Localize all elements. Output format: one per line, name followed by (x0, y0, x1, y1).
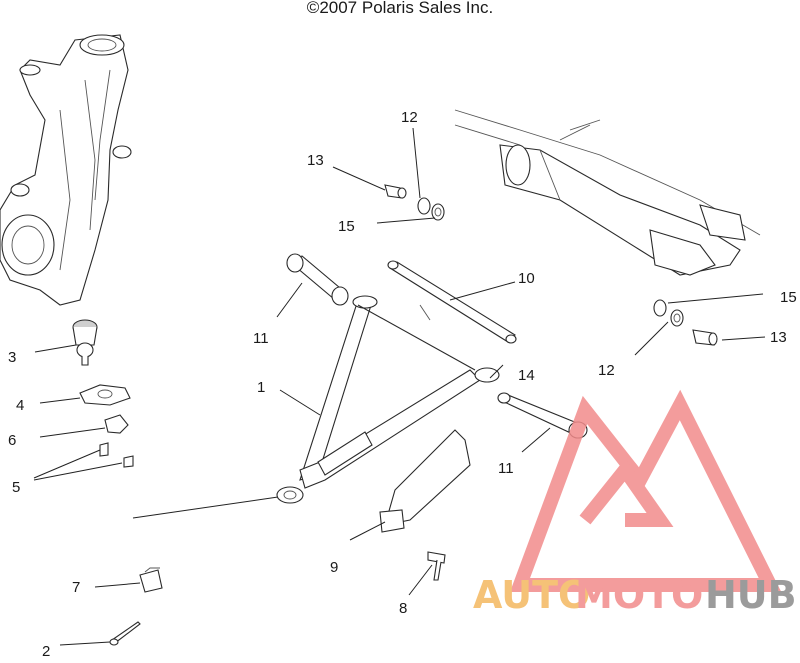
bolt-right (692, 329, 718, 346)
callout-labels: 1 2 3 4 6 5 7 8 9 10 11 11 12 12 13 13 1… (8, 109, 797, 660)
leader-lines (33, 127, 766, 646)
callout-8: 8 (399, 600, 407, 617)
callout-7: 7 (72, 579, 80, 596)
callout-13-upper: 13 (307, 152, 324, 169)
callout-12-right: 12 (598, 362, 615, 379)
callout-11-right: 11 (498, 460, 514, 477)
callout-4: 4 (16, 397, 24, 414)
a-arm-guard (379, 429, 471, 533)
a-arm (276, 295, 500, 504)
callout-1: 1 (257, 379, 265, 396)
callout-3: 3 (8, 349, 16, 366)
watermark-logo-mark (509, 389, 782, 592)
watermark-hub: HUB (705, 573, 797, 617)
bolt-upper (384, 184, 407, 199)
callout-12-upper: 12 (401, 109, 418, 126)
dust-cap (104, 414, 129, 434)
callout-14: 14 (518, 367, 535, 384)
washers-right (653, 299, 684, 327)
frame-section (454, 109, 761, 276)
steering-knuckle (0, 34, 132, 306)
callout-6: 6 (8, 432, 16, 449)
washers-upper (417, 197, 445, 221)
retainer-plate (79, 384, 131, 406)
callout-15-upper: 15 (338, 218, 355, 235)
callout-2: 2 (42, 643, 50, 658)
callout-10: 10 (518, 270, 535, 287)
watermark-auto: AUTO (473, 573, 590, 617)
guard-bolt (427, 551, 446, 581)
callout-5: 5 (12, 479, 20, 496)
callout-11-left: 11 (253, 330, 269, 347)
copyright-text: ©2007 Polaris Sales Inc. (306, 0, 494, 17)
bolts-pair (99, 442, 134, 468)
watermark-moto: MOTO (575, 573, 703, 617)
cotter-pin (109, 621, 141, 646)
clip (139, 567, 163, 593)
ball-joint (72, 319, 98, 366)
pivot-tube (387, 260, 517, 344)
automotohub-watermark: AUTO MOTO HUB (473, 389, 797, 617)
callout-13-right: 13 (770, 329, 787, 346)
callout-9: 9 (330, 559, 338, 576)
callout-15-right: 15 (780, 289, 797, 306)
bushing-left (286, 253, 349, 306)
